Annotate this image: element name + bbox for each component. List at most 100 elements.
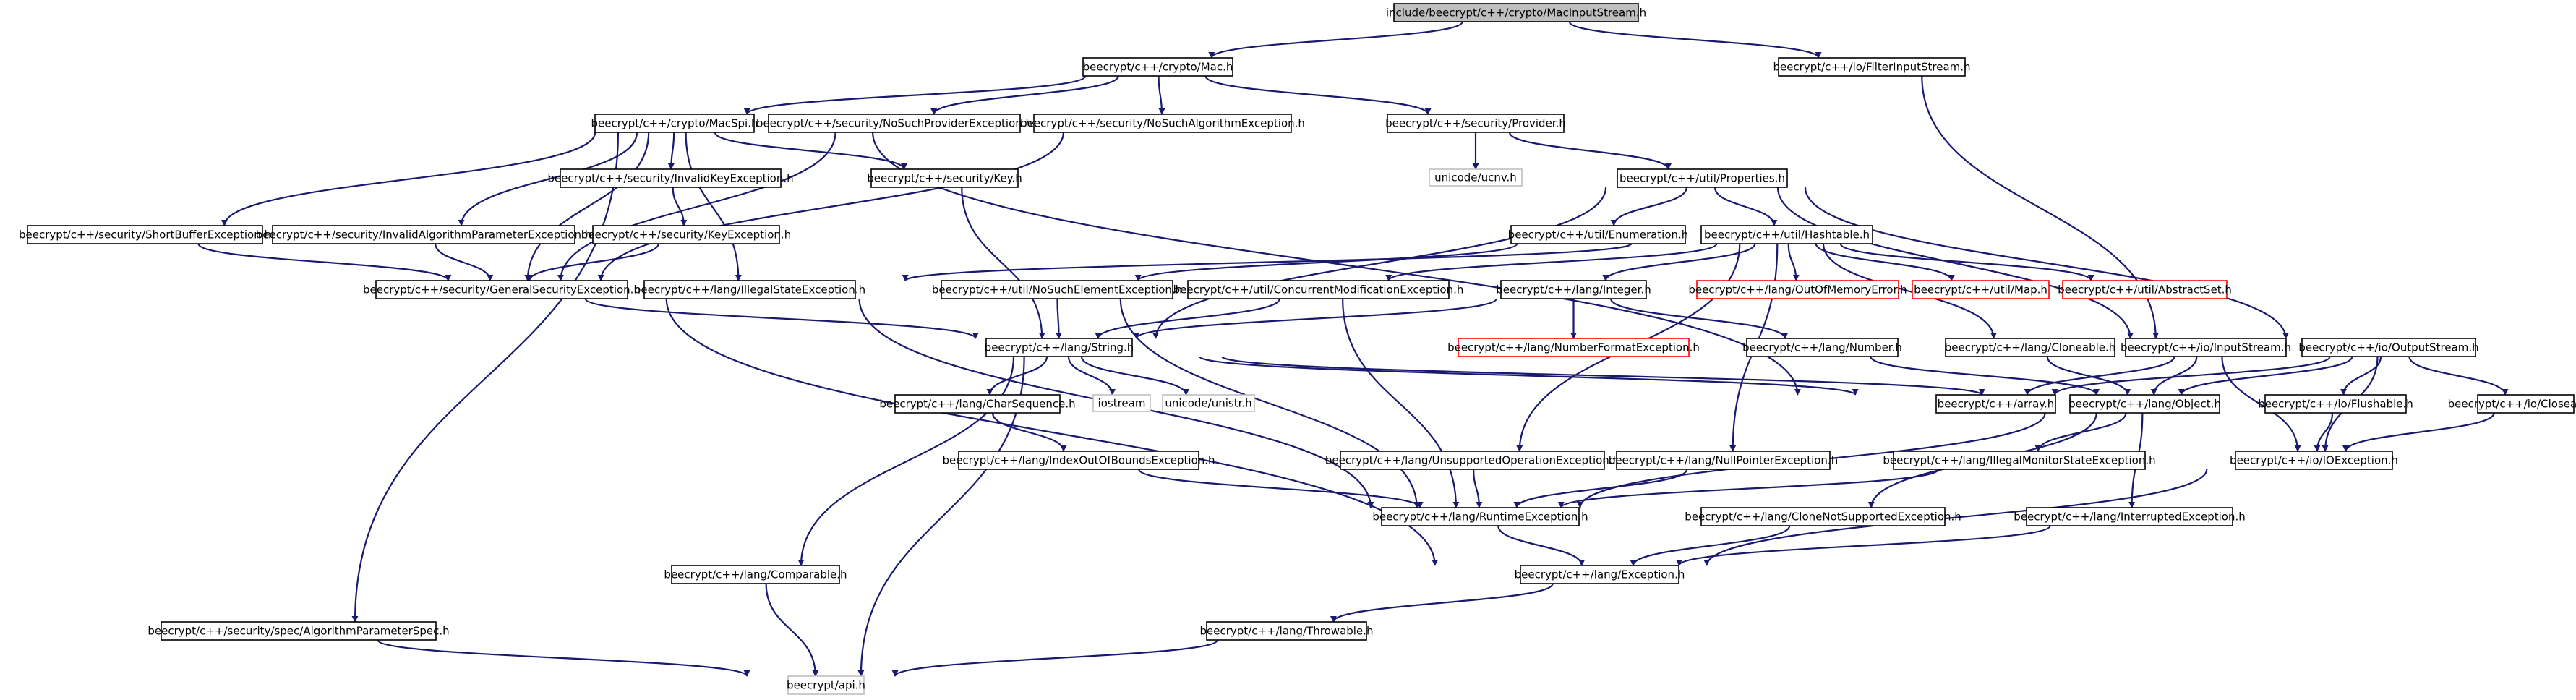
node-throwable[interactable]: beecrypt/c++/lang/Throwable.h (1200, 621, 1374, 641)
node-filterin[interactable]: beecrypt/c++/io/FilterInputStream.h (1773, 57, 1971, 77)
node-algparamspec[interactable]: beecrypt/c++/security/spec/AlgorithmPara… (147, 621, 450, 641)
node-label-illmon: beecrypt/c++/lang/IllegalMonitorStateExc… (1883, 454, 2155, 467)
node-label-macspi: beecrypt/c++/crypto/MacSpi.h (591, 117, 758, 130)
node-label-nsprov: beecrypt/c++/security/NoSuchProviderExce… (756, 117, 1032, 130)
node-array[interactable]: beecrypt/c++/array.h (1935, 394, 2056, 414)
edge-mac-to-macspi (743, 74, 1087, 116)
node-label-key: beecrypt/c++/security/Key.h (867, 172, 1022, 185)
node-label-provider: beecrypt/c++/security/Provider.h (1385, 117, 1566, 130)
node-ioob[interactable]: beecrypt/c++/lang/IndexOutOfBoundsExcept… (942, 451, 1215, 470)
node-label-iostream: iostream (1098, 397, 1146, 410)
node-iostream: iostream (1092, 394, 1151, 412)
node-box-shortbuf (27, 225, 263, 244)
edge-invkey-to-keyexc (672, 187, 688, 226)
node-string[interactable]: beecrypt/c++/lang/String.h (985, 338, 1134, 357)
node-api: beecrypt/api.h (787, 675, 865, 695)
node-label-inputstream: beecrypt/c++/io/InputStream.h (2121, 341, 2291, 354)
edge-string-to-object (1221, 355, 1985, 396)
node-label-shortbuf: beecrypt/c++/security/ShortBufferExcepti… (19, 229, 271, 242)
node-unsupp[interactable]: beecrypt/c++/lang/UnsupportedOperationEx… (1325, 451, 1619, 470)
edge-string-to-array (1199, 355, 1859, 396)
edge-outputstream-to-closeable (2408, 356, 2509, 396)
node-box-interrupted (2026, 507, 2233, 526)
node-label-keyexc: beecrypt/c++/security/KeyException.h (581, 229, 791, 242)
node-comparable[interactable]: beecrypt/c++/lang/Comparable.h (664, 565, 847, 584)
edge-properties-to-outputstream (1804, 187, 2290, 339)
node-box-inputstream (2125, 338, 2287, 357)
node-closeable[interactable]: beecrypt/c++/io/Closeable.h (2448, 394, 2576, 414)
node-label-outputstream: beecrypt/c++/io/OutputStream.h (2298, 341, 2478, 354)
node-box-integer (1500, 280, 1647, 299)
edge-string-to-unistr (1080, 356, 1189, 396)
node-interrupted[interactable]: beecrypt/c++/lang/InterruptedException.h (2014, 507, 2246, 526)
node-box-iostream (1092, 394, 1151, 412)
node-integer[interactable]: beecrypt/c++/lang/Integer.h (1496, 280, 1651, 299)
node-box-invkey (560, 168, 782, 188)
node-keyexc[interactable]: beecrypt/c++/security/KeyException.h (581, 225, 791, 244)
node-properties[interactable]: beecrypt/c++/util/Properties.h (1617, 168, 1788, 188)
edge-properties-to-hashtable (1713, 187, 1778, 226)
node-outputstream[interactable]: beecrypt/c++/io/OutputStream.h (2298, 338, 2479, 357)
edge-clonenot-to-exception (1630, 525, 1791, 566)
node-ioexc[interactable]: beecrypt/c++/io/IOException.h (2230, 451, 2398, 470)
edge-outputstream-to-object (2178, 356, 2353, 396)
node-runtime[interactable]: beecrypt/c++/lang/RuntimeException.h (1372, 507, 1588, 526)
node-label-string: beecrypt/c++/lang/String.h (985, 341, 1134, 354)
node-label-npe: beecrypt/c++/lang/NullPointerException.h (1609, 454, 1838, 467)
node-label-concmod: beecrypt/c++/util/ConcurrentModification… (1173, 283, 1464, 296)
node-box-ioexc (2235, 451, 2393, 470)
node-nsprov[interactable]: beecrypt/c++/security/NoSuchProviderExce… (756, 114, 1032, 133)
node-illmon[interactable]: beecrypt/c++/lang/IllegalMonitorStateExc… (1883, 451, 2156, 470)
node-hashtable[interactable]: beecrypt/c++/util/Hashtable.h (1700, 225, 1873, 244)
edge-inputstream-to-array (2024, 356, 2175, 396)
node-invalgparam[interactable]: beecrypt/c++/security/InvalidAlgorithmPa… (256, 225, 592, 244)
node-map[interactable]: beecrypt/c++/util/Map.h (1912, 280, 2050, 299)
node-npe[interactable]: beecrypt/c++/lang/NullPointerException.h (1609, 451, 1838, 470)
node-label-unicodeuc: unicode/ucnv.h (1434, 171, 1517, 184)
node-oom[interactable]: beecrypt/c++/lang/OutOfMemoryError.h (1688, 280, 1907, 299)
node-label-abstractset: beecrypt/c++/util/AbstractSet.h (2058, 283, 2232, 296)
node-box-illstate (643, 280, 856, 299)
edge-concmod-to-runtime (1342, 298, 1460, 508)
node-label-object: beecrypt/c++/lang/Object.h (2068, 398, 2221, 411)
node-label-properties: beecrypt/c++/util/Properties.h (1619, 172, 1785, 185)
node-gensec[interactable]: beecrypt/c++/security/GeneralSecurityExc… (363, 280, 641, 299)
node-inputstream[interactable]: beecrypt/c++/io/InputStream.h (2121, 338, 2291, 357)
node-object[interactable]: beecrypt/c++/lang/Object.h (2068, 394, 2221, 414)
node-clonenot[interactable]: beecrypt/c++/lang/CloneNotSupportedExcep… (1685, 507, 1961, 526)
edge-hashtable-to-integer (1602, 243, 1756, 281)
node-shortbuf[interactable]: beecrypt/c++/security/ShortBufferExcepti… (19, 225, 271, 244)
node-enumeration[interactable]: beecrypt/c++/util/Enumeration.h (1508, 225, 1689, 244)
edge-root-to-filterin (1568, 21, 1822, 59)
edge-unsupp-to-runtime (1473, 469, 1483, 508)
node-label-map: beecrypt/c++/util/Map.h (1914, 283, 2047, 296)
node-nosuchel[interactable]: beecrypt/c++/util/NoSuchElementException… (932, 280, 1182, 299)
node-cloneable[interactable]: beecrypt/c++/lang/Cloneable.h (1945, 338, 2116, 357)
node-label-api: beecrypt/api.h (787, 679, 865, 692)
edge-throwable-to-api (891, 639, 1219, 678)
node-nsalg[interactable]: beecrypt/c++/security/NoSuchAlgorithmExc… (1020, 114, 1305, 133)
edge-macspi-to-shortbuf (221, 132, 596, 226)
node-charseq[interactable]: beecrypt/c++/lang/CharSequence.h (879, 394, 1076, 414)
node-label-comparable: beecrypt/c++/lang/Comparable.h (664, 568, 847, 581)
node-concmod[interactable]: beecrypt/c++/util/ConcurrentModification… (1173, 280, 1464, 299)
node-key[interactable]: beecrypt/c++/security/Key.h (867, 168, 1022, 188)
node-flushable[interactable]: beecrypt/c++/io/Flushable.h (2258, 394, 2413, 414)
node-label-hashtable: beecrypt/c++/util/Hashtable.h (1704, 229, 1870, 242)
edge-macspi-to-algparamspec (351, 132, 620, 623)
node-box-concmod (1187, 280, 1450, 299)
node-label-charseq: beecrypt/c++/lang/CharSequence.h (879, 398, 1075, 411)
node-exception[interactable]: beecrypt/c++/lang/Exception.h (1515, 565, 1685, 584)
node-invkey[interactable]: beecrypt/c++/security/InvalidKeyExceptio… (547, 168, 794, 188)
node-illstate[interactable]: beecrypt/c++/lang/IllegalStateException.… (634, 280, 865, 299)
node-abstractset[interactable]: beecrypt/c++/util/AbstractSet.h (2058, 280, 2232, 299)
edge-ioob-to-runtime (1138, 469, 1424, 508)
node-nfe[interactable]: beecrypt/c++/lang/NumberFormatException.… (1447, 338, 1700, 357)
edge-interrupted-to-exception (1676, 524, 2051, 567)
node-macspi[interactable]: beecrypt/c++/crypto/MacSpi.h (591, 114, 758, 133)
node-number[interactable]: beecrypt/c++/lang/Number.h (1742, 338, 1902, 357)
edge-shortbuf-to-gensec (197, 243, 452, 281)
node-root[interactable]: include/beecrypt/c++/crypto/MacInputStre… (1386, 3, 1646, 22)
node-mac[interactable]: beecrypt/c++/crypto/Mac.h (1082, 57, 1233, 77)
node-provider[interactable]: beecrypt/c++/security/Provider.h (1385, 114, 1566, 133)
